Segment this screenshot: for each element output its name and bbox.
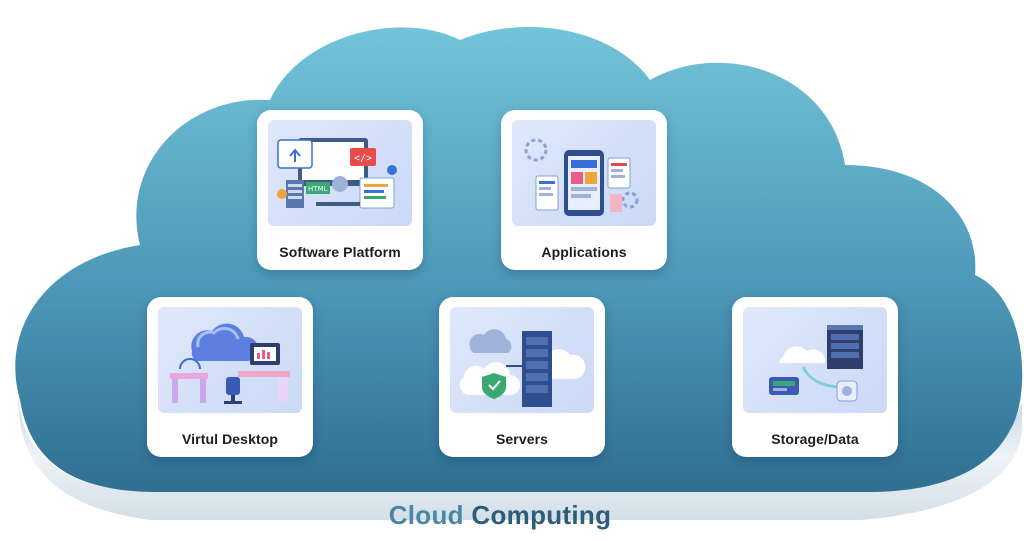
- card-software-platform[interactable]: </> HTML Software Platform: [257, 110, 423, 270]
- card-virtual-desktop[interactable]: Virtul Desktop: [147, 297, 313, 457]
- card-servers[interactable]: Servers: [439, 297, 605, 457]
- card-label: Servers: [495, 431, 549, 447]
- cloud-base: [18, 395, 1022, 520]
- diagram-title: Cloud Computing: [0, 500, 1000, 531]
- applications-illustration: [512, 120, 656, 226]
- svg-text:</>: </>: [354, 153, 372, 164]
- software-platform-illustration: </> HTML: [268, 120, 412, 226]
- storage-data-illustration: [743, 307, 887, 413]
- card-label: Software Platform: [279, 244, 401, 260]
- servers-illustration: [450, 307, 594, 413]
- card-label: Storage/Data: [771, 431, 859, 447]
- virtual-desktop-illustration: [158, 307, 302, 413]
- card-storage-data[interactable]: Storage/Data: [732, 297, 898, 457]
- card-label: Virtul Desktop: [181, 431, 279, 447]
- svg-text:HTML: HTML: [308, 185, 328, 193]
- title-part-computing: Computing: [471, 500, 612, 530]
- title-part-cloud: Cloud: [388, 500, 464, 530]
- card-applications[interactable]: Applications: [501, 110, 667, 270]
- card-label: Applications: [541, 244, 627, 260]
